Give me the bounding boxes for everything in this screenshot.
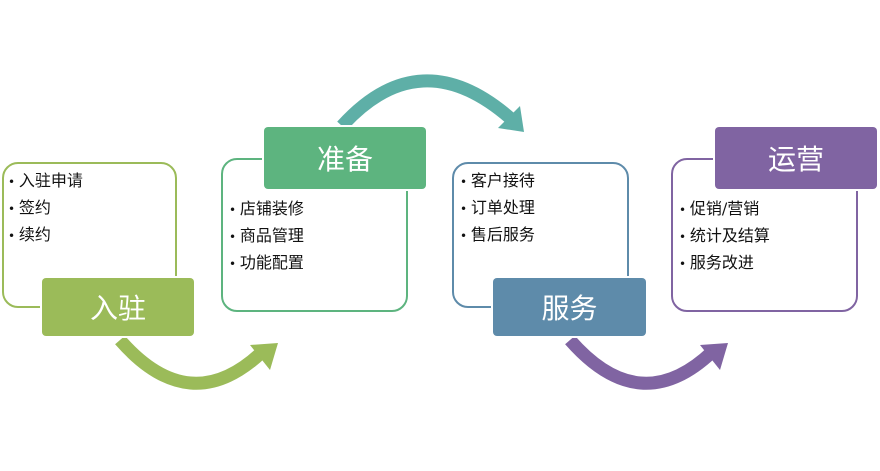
- list-item: 功能配置: [229, 250, 304, 277]
- list-item: 统计及结算: [679, 223, 770, 250]
- stage4-label: 运营: [715, 127, 877, 189]
- arrow-stage2-to-stage3: [337, 74, 524, 132]
- stage2-label: 准备: [264, 127, 426, 189]
- stage1-list: 入驻申请 签约 续约: [8, 168, 83, 249]
- list-item: 店铺装修: [229, 196, 304, 223]
- stage4-list: 促销/营销 统计及结算 服务改进: [679, 196, 770, 277]
- stage2-list: 店铺装修 商品管理 功能配置: [229, 196, 304, 277]
- stage3-label: 服务: [493, 278, 646, 336]
- arrow-stage3-to-stage4: [565, 335, 728, 390]
- list-item: 订单处理: [460, 195, 535, 222]
- list-item: 签约: [8, 195, 83, 222]
- list-item: 入驻申请: [8, 168, 83, 195]
- stage3-list: 客户接待 订单处理 售后服务: [460, 168, 535, 249]
- arrow-stage1-to-stage2: [115, 335, 278, 390]
- list-item: 客户接待: [460, 168, 535, 195]
- stage1-label: 入驻: [42, 278, 194, 336]
- list-item: 商品管理: [229, 223, 304, 250]
- list-item: 促销/营销: [679, 196, 770, 223]
- list-item: 售后服务: [460, 222, 535, 249]
- list-item: 续约: [8, 222, 83, 249]
- list-item: 服务改进: [679, 250, 770, 277]
